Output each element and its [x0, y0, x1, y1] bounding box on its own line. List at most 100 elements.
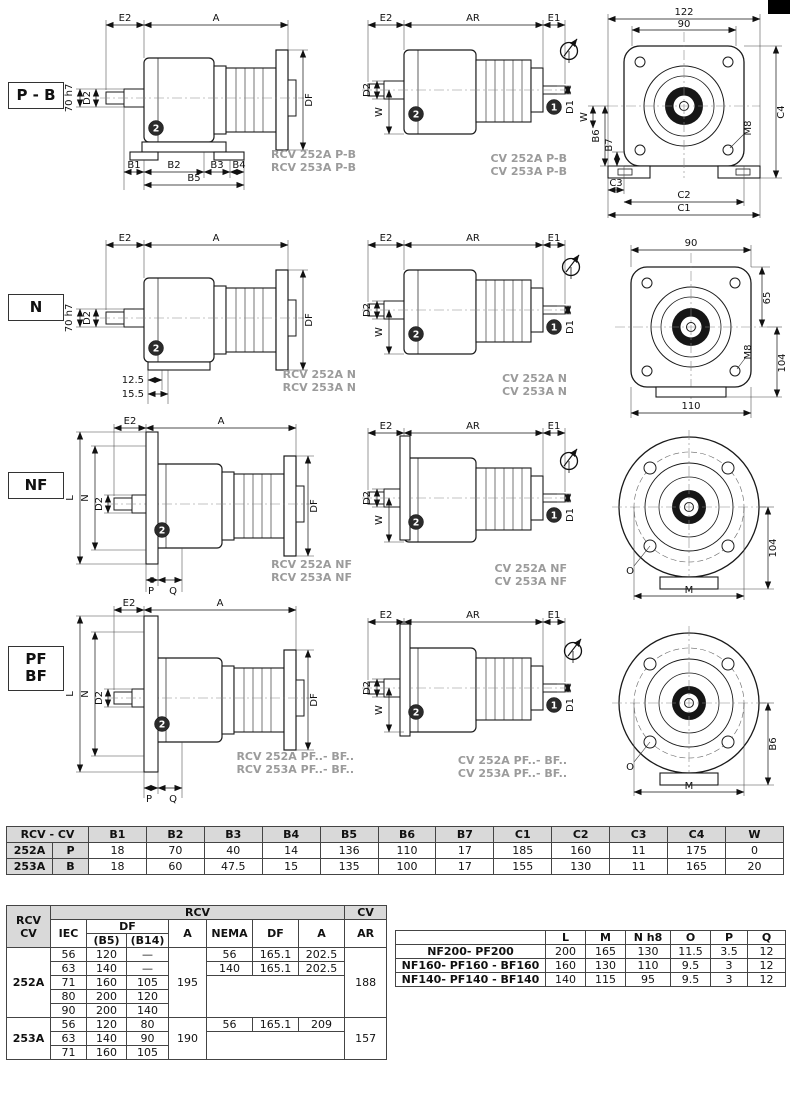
dim-label-110: 110 — [681, 401, 700, 412]
product-caption: RCV 252A PF..- BF.. — [236, 750, 354, 763]
row-header-model: 252A — [6, 947, 51, 1018]
dim-label-d2: D2 — [362, 303, 373, 317]
product-caption: RCV 252A NF — [271, 558, 352, 571]
row-pfbf: PF BF E2 A L N D2 DF P Q 2 — [0, 598, 790, 820]
dim-label-m8: M8 — [743, 345, 754, 360]
product-caption: CV 253A NF — [495, 575, 567, 588]
dim-label-df: DF — [309, 499, 320, 513]
col-header: W — [724, 826, 785, 843]
corner-header-line1: RCV — [15, 913, 42, 927]
dim-label-c2: C2 — [677, 190, 690, 201]
callout-badge-output-number: 2 — [159, 720, 166, 731]
col-header: B7 — [435, 826, 495, 843]
dim-label-65: 65 — [762, 292, 773, 305]
drawing-rcv-nf-side-view: E2 A L N D2 DF P Q 2 RCV 252A NF RCV 253… — [65, 416, 352, 597]
col-header: B6 — [377, 826, 437, 843]
callout-badge-input-number: 1 — [551, 103, 558, 114]
mount-type-label-n: N — [8, 294, 64, 322]
cell: 9.5 — [670, 958, 711, 973]
drawing-cv-n-side-view: E2 AR E1 D1 D2 W 2 1 CV 252A N CV 253A N — [361, 233, 576, 398]
col-header: DF — [252, 919, 299, 948]
dim-label-w: W — [374, 107, 385, 117]
dim-label-e2: E2 — [380, 421, 393, 432]
callout-badge-output — [408, 326, 424, 342]
group-header-rcv: RCV — [49, 905, 346, 920]
product-caption: CV 252A P-B — [490, 152, 567, 165]
foot-mount — [129, 141, 245, 161]
dim-label-d2: D2 — [94, 497, 105, 511]
dim-label-b3: B3 — [210, 160, 223, 171]
col-header: A — [297, 919, 346, 948]
dim-label-o: O — [626, 762, 634, 773]
col-header: RCV - CV — [6, 826, 89, 843]
dim-label-ar: AR — [466, 610, 480, 621]
col-header: A — [168, 919, 207, 948]
col-header: C3 — [609, 826, 669, 843]
cell: 202.5 — [297, 947, 346, 962]
dim-label-e2: E2 — [119, 233, 132, 244]
dim-label-ar: AR — [466, 421, 480, 432]
mount-type-text: N — [29, 298, 43, 316]
table-row: 252A 56 120 — 195 56 165.1 202.5 188 — [6, 947, 388, 1018]
dim-label-b7: B7 — [604, 138, 615, 151]
col-header: (B5) — [86, 933, 127, 948]
dim-label-d1: D1 — [565, 698, 576, 712]
callout-badge-output — [154, 522, 170, 538]
page-corner-mark — [768, 0, 790, 14]
dim-label-b6: B6 — [591, 129, 602, 142]
callout-badge-output-number: 2 — [153, 124, 160, 135]
product-caption: CV 253A PF..- BF.. — [458, 767, 567, 780]
callout-badge-output-number: 2 — [413, 330, 420, 341]
cell: 200 — [86, 1003, 127, 1018]
callout-badge-input — [546, 99, 562, 115]
cell: 110 — [625, 958, 671, 973]
drawing-cv-nf-side-view: E2 AR E1 D1 D2 W 2 1 CV 252A NF CV 253A … — [361, 421, 576, 588]
cell: 135 — [319, 858, 379, 875]
dim-label-n: N — [80, 494, 91, 501]
cell: 185 — [493, 842, 553, 859]
dim-label-90: 90 — [678, 19, 691, 30]
cell: 80 — [126, 1017, 169, 1032]
dim-label-d2: D2 — [362, 491, 373, 505]
product-caption: CV 252A N — [502, 372, 567, 385]
flange-dimension-table: L M N h8 O P Q NF200- PF200 200 165 130 … — [395, 930, 786, 987]
drawing-rcv-pfbf-side-view: E2 A L N D2 DF P Q 2 RCV 252A PF..- BF..… — [65, 598, 354, 805]
row-header-model: 253A — [6, 858, 53, 875]
dim-label-e1: E1 — [548, 233, 561, 244]
row-header-flange: NF140- PF140 - BF140 — [395, 972, 546, 987]
dim-label-m8: M8 — [743, 121, 754, 136]
cell: 140 — [206, 961, 253, 976]
nf-flange-plate — [399, 435, 411, 541]
mount-type-label-pb: P - B — [8, 82, 64, 110]
callout-badge-output-number: 2 — [413, 110, 420, 121]
callout-badge-output — [408, 704, 424, 720]
dim-label-df: DF — [304, 313, 315, 327]
dim-label-104: 104 — [768, 538, 779, 557]
table-row: 71 160 105 — [7, 1045, 387, 1060]
dim-label-b2: B2 — [167, 160, 180, 171]
cell: 3 — [710, 958, 748, 973]
cell: 195 — [168, 947, 207, 1018]
dim-label-e2: E2 — [123, 598, 136, 609]
table-row: 63 140 — 140 165.1 202.5 — [7, 961, 387, 976]
dim-label-c1: C1 — [677, 203, 690, 214]
callout-badge-output — [154, 716, 170, 732]
product-caption: RCV 253A PF..- BF.. — [236, 763, 354, 776]
mount-type-text: PF — [25, 650, 47, 668]
cell: 3 — [710, 972, 748, 987]
cell: 70 — [145, 842, 205, 859]
col-header: DF — [86, 919, 169, 934]
callout-badge-output — [408, 514, 424, 530]
row-header-model: 252A — [6, 842, 53, 859]
dim-label-a: A — [213, 13, 220, 24]
drawing-cv-pfbf-side-view: E2 AR E1 D1 D2 W 2 1 CV 252A PF..- BF.. … — [361, 610, 576, 780]
product-caption: CV 253A N — [502, 385, 567, 398]
cell: 60 — [145, 858, 205, 875]
col-header: IEC — [50, 919, 87, 948]
dim-label-d2: D2 — [82, 311, 93, 325]
col-header: N h8 — [625, 930, 671, 945]
table-row: NF160- PF160 - BF160 160 130 110 9.5 3 1… — [395, 958, 786, 973]
cell: 140 — [86, 961, 127, 976]
callout-badge-input — [546, 319, 562, 335]
